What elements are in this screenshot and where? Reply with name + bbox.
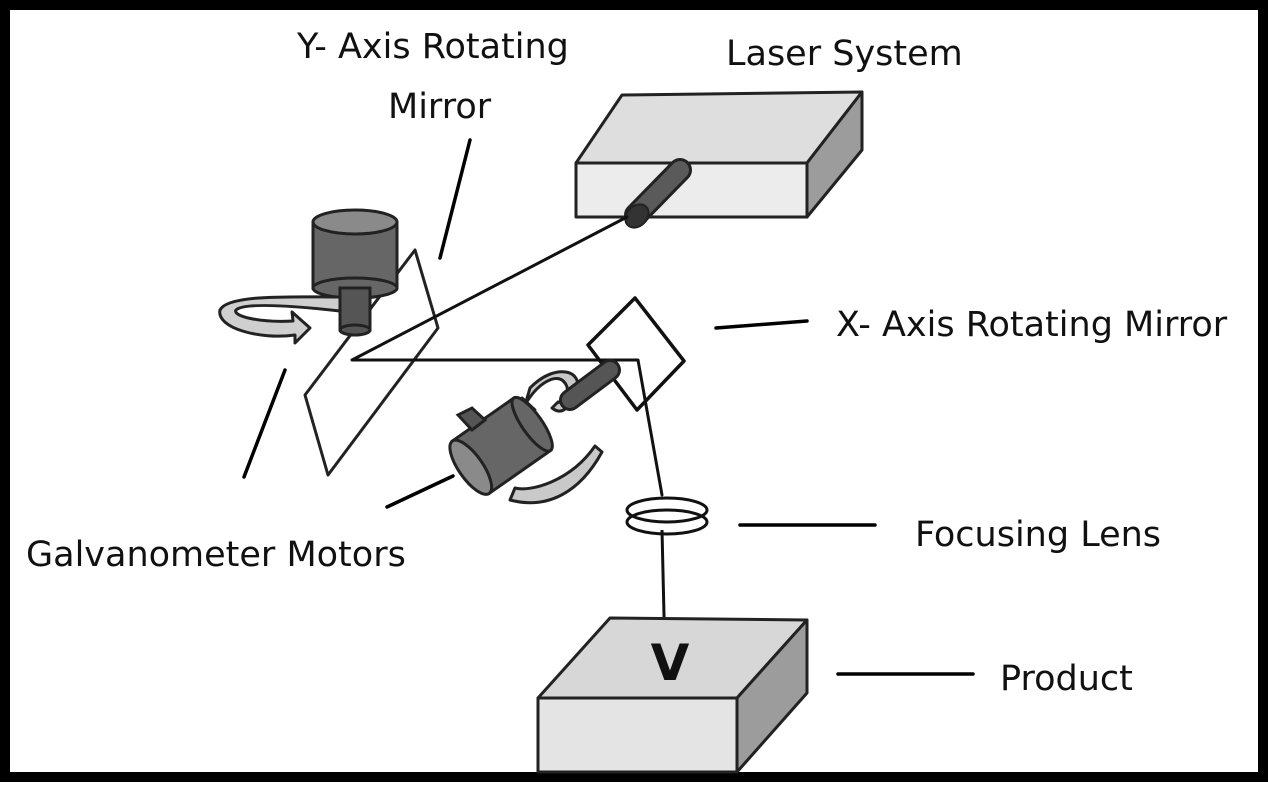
laser-beam	[350, 215, 664, 497]
y-galvanometer-motor	[311, 208, 399, 337]
laser-system-box	[574, 90, 864, 219]
galvo-laser-diagram: V Y- Axis Rotating Mirror Laser System X…	[26, 27, 1228, 774]
product-mark: V	[651, 634, 690, 692]
leader-y-mirror	[438, 138, 472, 260]
label-x-mirror: X- Axis Rotating Mirror	[836, 305, 1228, 345]
leader-x-mirror	[714, 319, 809, 330]
leader-galvo-top	[242, 368, 287, 479]
laser-nozzle	[624, 158, 692, 229]
x-axis-mirror	[586, 296, 686, 412]
y-axis-mirror	[303, 248, 440, 477]
label-y-mirror-line2: Mirror	[388, 87, 492, 127]
label-focusing-lens: Focusing Lens	[915, 515, 1161, 555]
x-galvanometer-motor	[448, 359, 621, 496]
label-laser-system: Laser System	[726, 34, 963, 74]
label-galvanometer-motors: Galvanometer Motors	[26, 535, 406, 575]
leader-lines	[242, 138, 975, 676]
product-box	[536, 616, 809, 774]
y-rotation-arrow-icon	[218, 295, 342, 345]
focusing-lens	[625, 496, 709, 536]
label-product: Product	[1000, 659, 1133, 699]
label-y-mirror-line1: Y- Axis Rotating	[296, 27, 569, 67]
leader-galvo-bottom	[385, 474, 455, 509]
